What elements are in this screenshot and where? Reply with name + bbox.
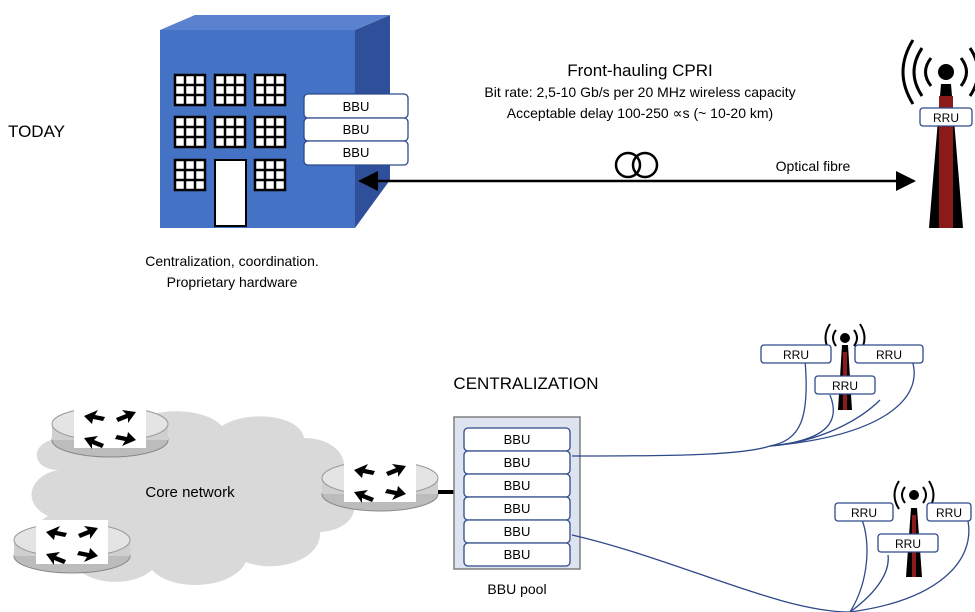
site1-fiber [769,359,915,447]
fiber-coil-icon [614,151,659,179]
antenna-tower-icon [901,39,975,228]
router-icon [51,404,169,458]
site1-rru-label: RRU [876,348,902,362]
site2-fiber [849,519,868,612]
link-line2: Acceptable delay 100-250 ∝s (~ 10-20 km) [507,105,773,121]
site1-fiber [769,399,881,447]
today-bbu-label: BBU [343,145,370,160]
site1-rru-box [760,344,832,364]
pool-bbu-label: BBU [504,455,531,470]
site1-rru-box [814,375,876,395]
today-bbu-box [303,140,409,166]
pool-bbu-label: BBU [504,524,531,539]
site1-rru-label: RRU [832,379,858,393]
building-window [253,115,287,149]
building-window [173,73,207,107]
router-icon [321,458,439,512]
building-window [253,73,287,107]
core-network-label: Core network [145,484,235,501]
pool-bbu-label: BBU [504,547,531,562]
today-bbu-label: BBU [343,122,370,137]
building-window [173,115,207,149]
router-icon [13,520,131,574]
fiber-to-site1 [571,445,771,457]
site1-fiber [769,359,807,447]
bbu-pool-label: BBU pool [487,581,546,597]
building-window [253,158,287,192]
building-icon [160,15,390,228]
today-rru-label: RRU [933,111,959,125]
site2-rru-label: RRU [895,537,921,551]
today-rru-box [919,107,973,127]
site2-rru-label: RRU [936,506,962,520]
link-line1: Bit rate: 2,5-10 Gb/s per 20 MHz wireles… [484,84,795,100]
site2-rru-label: RRU [851,506,877,520]
site1-rru-box [854,344,924,364]
today-bbu-stack: BBU BBU BBU [303,93,409,166]
fiber-to-site2 [571,534,851,612]
link-title: Front-hauling CPRI [567,61,713,80]
fiber-label: Optical fibre [776,158,851,174]
site2-fiber [849,554,889,612]
today-caption-line1: Centralization, coordination. [145,253,319,269]
building-window [213,115,247,149]
site2-rru-box [834,502,894,522]
pool-bbu-box [463,542,571,567]
site2-fiber [849,520,970,612]
today-label: TODAY [8,122,65,141]
pool-bbu-label: BBU [504,478,531,493]
bbu-pool-stack: BBU BBU BBU BBU BBU BBU [463,427,571,567]
building-window [213,73,247,107]
site2-rru-box [926,502,972,522]
pool-bbu-label: BBU [504,501,531,516]
building-window [173,158,207,192]
site2-rru-box [877,533,939,553]
today-caption-line2: Proprietary hardware [167,274,298,290]
site1-rru-label: RRU [783,348,809,362]
site2-antenna-tower-icon [893,480,935,577]
building-door [214,159,247,227]
pool-bbu-label: BBU [504,432,531,447]
centralization-label: CENTRALIZATION [453,374,598,393]
today-bbu-label: BBU [343,99,370,114]
